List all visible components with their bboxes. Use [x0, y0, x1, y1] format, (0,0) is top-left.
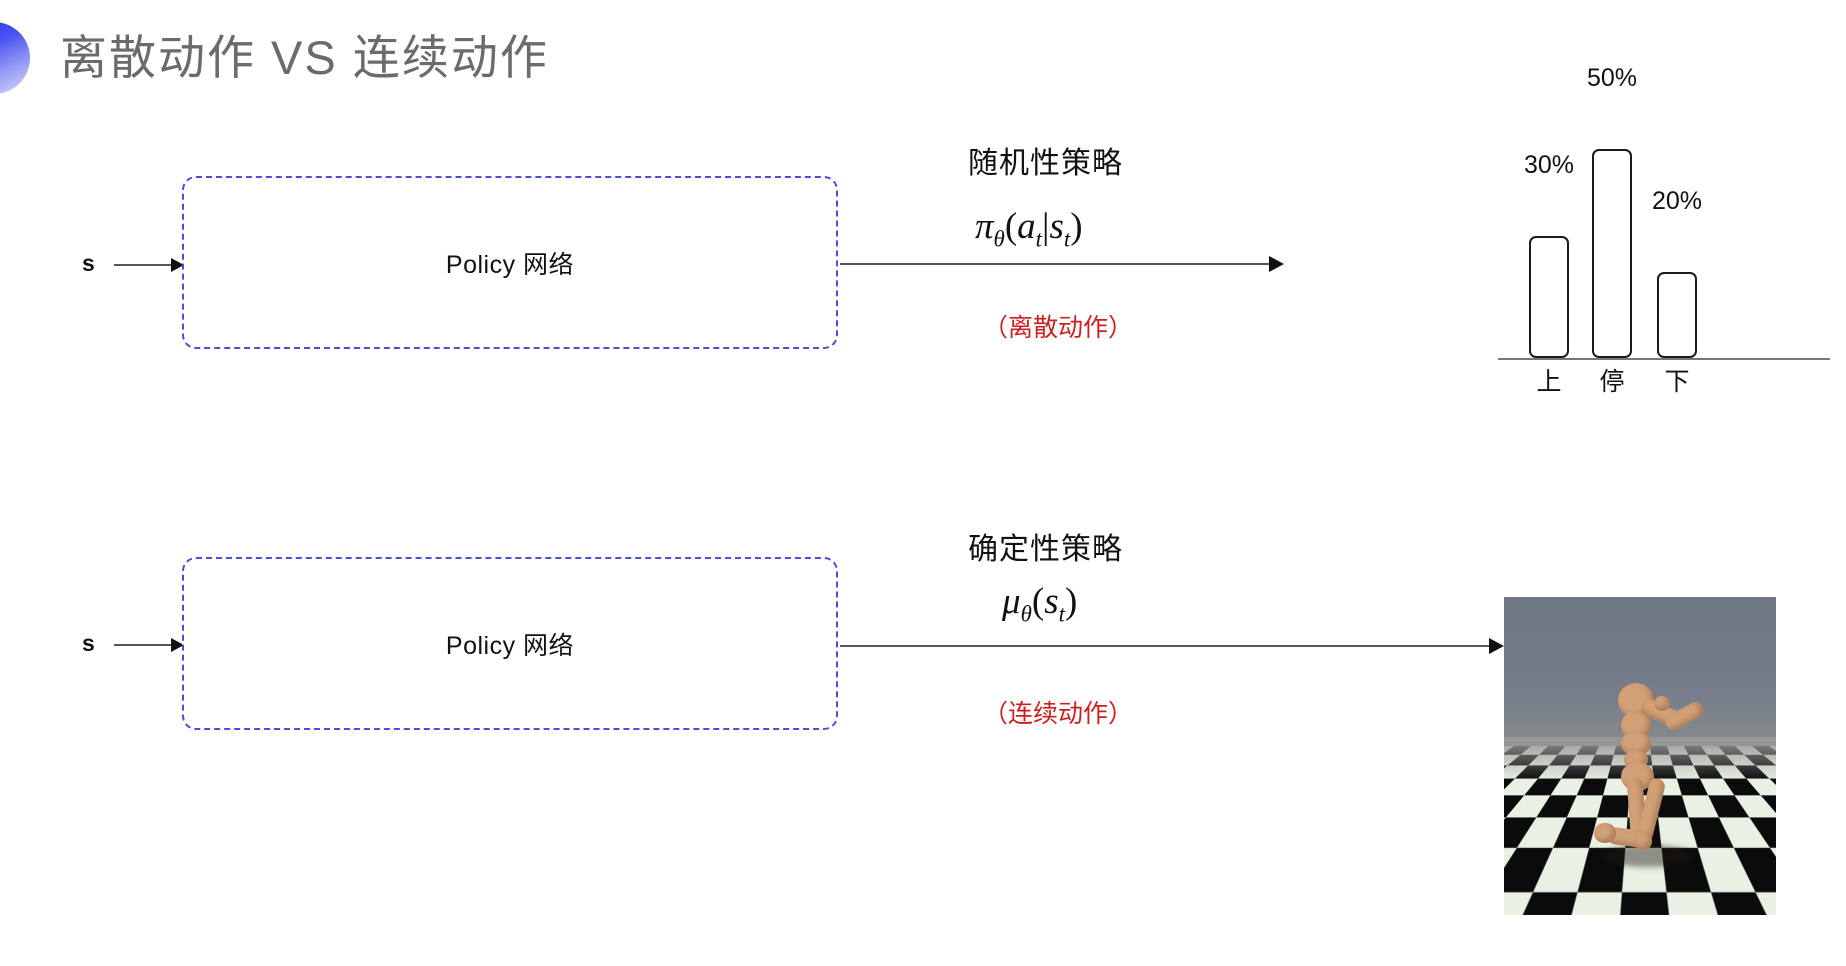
bar-rect-2	[1657, 272, 1697, 358]
arrow-state-to-policy-continuous	[114, 644, 182, 646]
bar-value-label-2: 20%	[1651, 187, 1703, 215]
formula-arg-state-subscript-2: t	[1058, 601, 1065, 627]
arrow-policy-to-output-continuous	[840, 645, 1502, 647]
formula-paren-close: )	[1070, 206, 1083, 247]
policy-caption-discrete: 随机性策略	[968, 147, 1123, 180]
bar-value-label-1: 50%	[1586, 64, 1638, 92]
policy-formula-discrete: πθ(at|st)	[975, 205, 1083, 252]
slide-header: 离散动作 VS 连续动作	[0, 0, 1846, 120]
bar-category-label-0: 上	[1536, 368, 1562, 396]
formula-arg-state-subscript: t	[1063, 226, 1071, 252]
policy-network-box-discrete[interactable]: Policy 网络	[182, 176, 838, 349]
formula-arg-state-2: s	[1044, 581, 1059, 622]
policy-network-label-continuous: Policy 网络	[445, 631, 575, 660]
humanoid-knee	[1634, 832, 1653, 850]
formula-paren-close-2: )	[1064, 581, 1078, 622]
page-title: 离散动作 VS 连续动作	[60, 31, 549, 84]
bar-category-label-1: 停	[1599, 368, 1625, 396]
state-input-label-continuous: s	[82, 630, 95, 656]
policy-network-box-continuous[interactable]: Policy 网络	[182, 557, 838, 730]
policy-network-label-discrete: Policy 网络	[445, 250, 575, 279]
formula-arg-action-subscript: t	[1035, 226, 1043, 252]
bar-rect-0	[1529, 236, 1569, 358]
simulation-figure-shadow	[1601, 845, 1695, 868]
action-probability-bar-chart: 30% 上 50% 停 20% 下	[1498, 64, 1846, 396]
formula-arg-state: s	[1049, 206, 1064, 247]
action-note-continuous: （连续动作）	[983, 700, 1134, 728]
bar-rect-1	[1592, 149, 1632, 358]
formula-subscript-theta: θ	[993, 226, 1005, 252]
formula-arg-action: a	[1017, 206, 1036, 247]
formula-subscript-theta-2: θ	[1020, 601, 1032, 627]
action-note-discrete: （离散动作）	[983, 314, 1134, 342]
humanoid-simulation-image	[1504, 597, 1776, 915]
humanoid-hand	[1653, 695, 1670, 712]
policy-caption-continuous: 确定性策略	[968, 533, 1123, 566]
arrow-policy-to-output-discrete	[840, 263, 1282, 265]
formula-paren-open-2: (	[1031, 581, 1045, 622]
state-input-label-discrete: s	[82, 250, 95, 276]
chart-x-axis	[1498, 358, 1830, 360]
formula-symbol-pi: π	[975, 206, 994, 247]
bar-value-label-0: 30%	[1523, 151, 1575, 179]
formula-symbol-mu: μ	[1002, 581, 1021, 622]
policy-formula-continuous: μθ(st)	[1002, 580, 1077, 627]
arrow-state-to-policy-discrete	[114, 264, 182, 266]
bar-category-label-2: 下	[1664, 368, 1690, 396]
title-decoration-icon	[0, 22, 30, 94]
formula-conditional-bar: |	[1042, 206, 1050, 247]
humanoid-foot	[1593, 822, 1616, 844]
formula-paren-open: (	[1004, 206, 1018, 247]
